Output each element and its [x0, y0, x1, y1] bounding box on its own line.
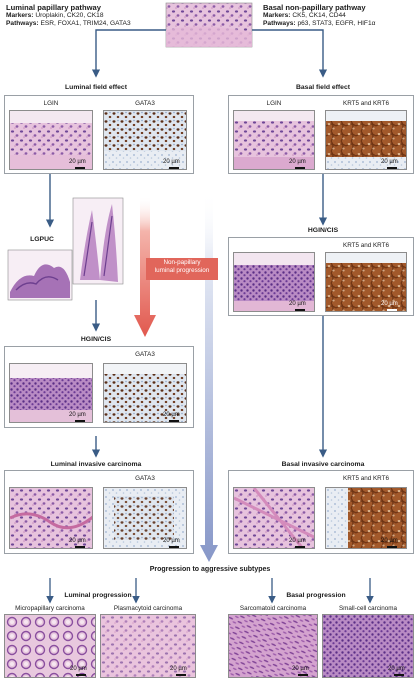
luminal-field-right-label: GATA3	[135, 100, 155, 107]
scale-label: 20 µm	[163, 412, 180, 418]
scale-bar	[169, 546, 179, 548]
scale-bar	[176, 674, 186, 676]
scale-bar	[387, 546, 397, 548]
scale-label: 20 µm	[69, 159, 86, 165]
plasmacytoid-image	[100, 614, 196, 678]
luminal-field-title: Luminal field effect	[65, 84, 127, 91]
gata3-stain-image	[103, 110, 187, 170]
scale-bar	[387, 309, 397, 311]
small-cell-image	[322, 614, 414, 678]
scale-label: 20 µm	[163, 159, 180, 165]
scale-bar	[169, 167, 179, 169]
basal-pathways-label: Pathways:	[263, 20, 296, 28]
basal-markers-label: Markers:	[263, 12, 291, 19]
scale-label: 20 µm	[163, 538, 180, 544]
luminal-header: Luminal papillary pathway Markers: Uropl…	[6, 3, 166, 29]
scale-label: 20 µm	[381, 538, 398, 544]
scale-label: 20 µm	[289, 301, 306, 307]
luminal-hgin-right-label: GATA3	[135, 351, 155, 358]
basal-hgin-panel: KRT5 and KRT6 20 µm 20 µm	[228, 237, 414, 316]
scale-bar	[298, 674, 308, 676]
scale-label: 20 µm	[289, 538, 306, 544]
basal-branch-arrow	[252, 29, 328, 78]
luminal-hgin-title: HGIN/CIS	[80, 336, 112, 343]
scale-label: 20 µm	[388, 666, 405, 672]
basal-invasive-right-label: KRT5 and KRT6	[343, 475, 389, 482]
lgin-he-image	[9, 110, 93, 170]
scale-label: 20 µm	[69, 538, 86, 544]
scale-bar	[394, 674, 404, 676]
luminal-hgin-panel: GATA3 20 µm 20 µm	[4, 346, 194, 428]
basal-field-right-label: KRT5 and KRT6	[343, 100, 389, 107]
scale-bar	[169, 420, 179, 422]
scale-label: 20 µm	[381, 301, 398, 307]
scale-bar	[295, 167, 305, 169]
basal-header: Basal non-papillary pathway Markers: CK5…	[263, 3, 418, 29]
scale-label: 20 µm	[69, 412, 86, 418]
luminal-branch-arrow	[91, 29, 166, 78]
basal-hgin-right-label: KRT5 and KRT6	[343, 242, 389, 249]
basal-field-panel: LGIN KRT5 and KRT6 20 µm 20 µm	[228, 95, 414, 174]
basal-markers: CK5, CK14, CD44	[292, 12, 346, 19]
basal-invasive-krt-image	[325, 487, 407, 549]
scale-label: 20 µm	[170, 666, 187, 672]
luminal-pathway-title: Luminal papillary pathway	[6, 3, 101, 12]
basal-hgin-title: HGIN/CIS	[307, 227, 339, 234]
basal-hgin-he-image	[233, 252, 315, 312]
basal-invasive-he-image	[233, 487, 315, 549]
basal-pathway-title: Basal non-papillary pathway	[263, 3, 366, 12]
non-papillary-arrow	[134, 196, 156, 337]
luminal-field-left-label: LGIN	[43, 100, 59, 107]
scale-label: 20 µm	[289, 159, 306, 165]
basal-lgin-he-image	[233, 110, 315, 170]
luminal-pathways-label: Pathways:	[6, 20, 39, 28]
luminal-markers: Uroplakin, CK20, CK18	[35, 12, 104, 19]
luminal-hgin-he-image	[9, 363, 93, 423]
scale-bar	[75, 167, 85, 169]
scale-label: 20 µm	[292, 666, 309, 672]
luminal-markers-label: Markers:	[6, 12, 34, 19]
scale-bar	[75, 546, 85, 548]
progression-title: Progression to aggressive subtypes	[149, 566, 271, 573]
basal-field-left-label: LGIN	[266, 100, 282, 107]
luminal-hgin-gata3-image	[103, 363, 187, 423]
basal-invasive-title: Basal invasive carcinoma	[281, 461, 365, 468]
basal-progression-title: Basal progression	[286, 592, 346, 599]
scale-bar	[295, 546, 305, 548]
luminal-invasive-gata3-image	[103, 487, 187, 549]
scale-bar	[387, 167, 397, 169]
micropapillary-label: Micropapillary carcinoma	[15, 605, 85, 612]
scale-label: 20 µm	[70, 666, 87, 672]
scale-bar	[295, 309, 305, 311]
luminal-progression-title: Luminal progression	[64, 592, 132, 599]
luminal-invasive-right-label: GATA3	[135, 475, 155, 482]
basal-invasive-panel: KRT5 and KRT6 20 µm 20 µm	[228, 470, 414, 554]
micropapillary-image	[4, 614, 96, 678]
sarcomatoid-label: Sarcomatoid carcinoma	[239, 605, 307, 612]
scale-bar	[76, 674, 86, 676]
scale-label: 20 µm	[381, 159, 398, 165]
non-papillary-label-box	[146, 258, 218, 280]
luminal-pathways: ESR, FOXA1, TRIM24, GATA3	[40, 20, 131, 28]
scale-bar	[75, 420, 85, 422]
luminal-field-panel: LGIN GATA3 20 µm 20 µm	[4, 95, 194, 174]
small-cell-label: Small-cell carcinoma	[338, 605, 398, 612]
luminal-invasive-panel: GATA3 20 µm 20 µm	[4, 470, 194, 554]
sarcomatoid-image	[228, 614, 318, 678]
luminal-invasive-title: Luminal invasive carcinoma	[50, 461, 142, 468]
krt5-krt6-stain-image	[325, 110, 407, 170]
aggressive-progression-arrow	[200, 190, 218, 562]
luminal-invasive-he-image	[9, 487, 93, 549]
non-papillary-luminal-progression-label: Non-papillary luminal progression	[154, 259, 210, 274]
plasmacytoid-label: Plasmacytoid carcinoma	[113, 605, 183, 612]
basal-pathways: p63, STAT3, EGFR, HIF1α	[297, 20, 376, 28]
lgpuc-title: LGPUC	[30, 236, 54, 243]
basal-hgin-krt-image	[325, 252, 407, 312]
basal-field-title: Basal field effect	[295, 84, 351, 91]
